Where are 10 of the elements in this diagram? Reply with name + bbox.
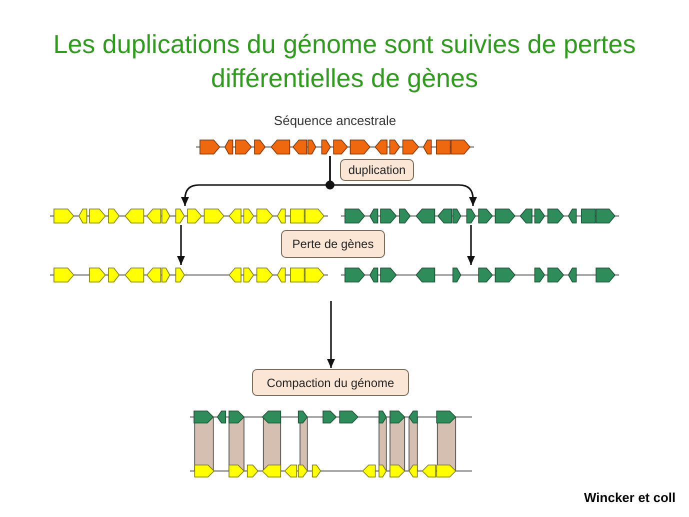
step-label-box: Perte de gènes (281, 230, 385, 258)
citation: Wincker et coll (584, 489, 676, 507)
step-label-box: duplication (340, 159, 414, 181)
arrow (327, 301, 335, 368)
title: Les duplications du génome sont suivies de pertes différentielles de gènes (52, 28, 637, 95)
arrow (329, 156, 477, 206)
step-label-box: Compaction du génome (252, 369, 409, 396)
sequence-label: Séquence ancestrale (274, 112, 396, 130)
arrow (467, 225, 475, 265)
arrow (177, 225, 185, 265)
